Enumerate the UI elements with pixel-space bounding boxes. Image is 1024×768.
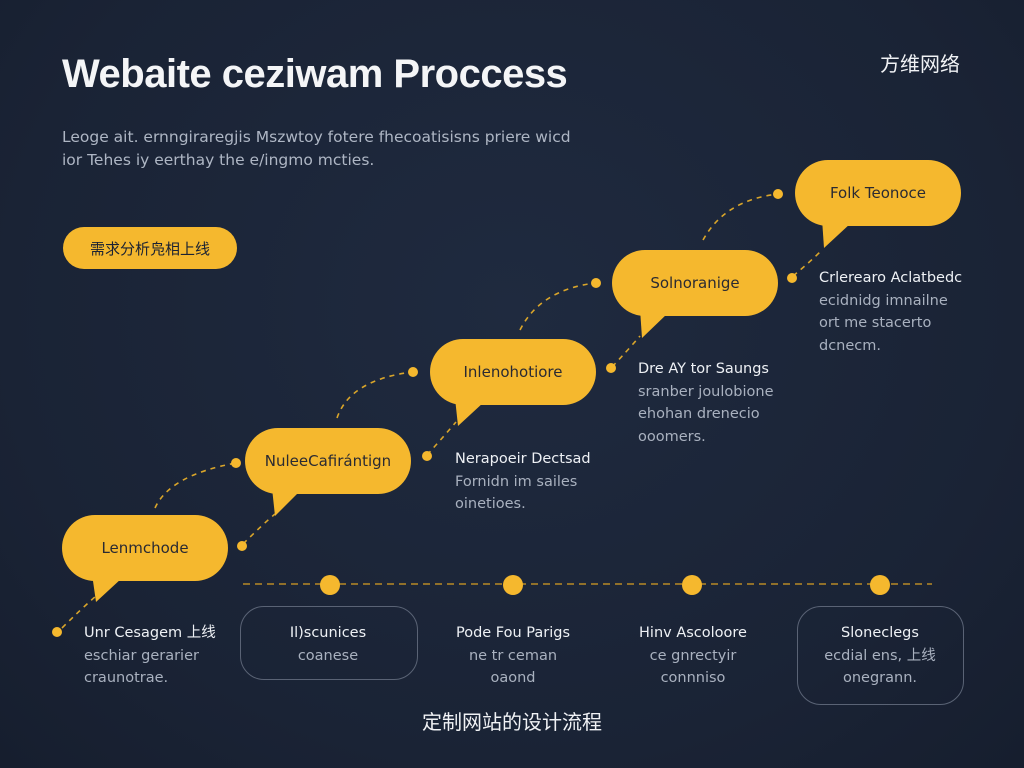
bottom-step-left: Unr Cesagem 上线 eschiar gerarier craunotr… [84, 622, 216, 690]
step-description: Nerapoeir Dectsad Fornidn im sailes oine… [455, 448, 591, 516]
intro-line: ior Tehes iy eerthay the e/ingmo mcties. [62, 151, 375, 169]
step-description: Dre AY tor Saungs sranber joulobione eho… [638, 358, 774, 448]
timeline-dot [320, 575, 340, 595]
step-description-line: ooomers. [638, 428, 706, 445]
caption: 定制网站的设计流程 [422, 710, 602, 734]
step-description-line: oinetioes. [455, 496, 526, 512]
bottom-step-line: onegrann. [842, 670, 918, 686]
step-description-line: dcnecm. [819, 337, 881, 354]
bottom-step-title: Sloneclegs [841, 625, 919, 641]
bottom-step-title: Il)scunices [289, 625, 367, 641]
step-description-line: ehohan drenecio [638, 406, 760, 422]
bubble-shape [612, 250, 778, 316]
connector-line [426, 421, 457, 456]
timeline-dot [503, 575, 523, 595]
connector-dot [237, 541, 247, 551]
bottom-step-line: ecdial ens, 上线 [824, 647, 936, 664]
bottom-step-title: Unr Cesagem 上线 [84, 625, 216, 641]
connector-dot [231, 458, 241, 468]
connector-line [242, 513, 276, 545]
bottom-step-line: ne tr ceman [468, 647, 558, 664]
connector-dot [52, 627, 62, 637]
bottom-step-title: Hinv Ascoloore [639, 625, 747, 641]
connector-dot [422, 451, 432, 461]
bubble-tail [822, 219, 851, 248]
step-description-line: Fornidn im sailes [455, 473, 578, 490]
bubble-label: Inlenohotiore [463, 363, 563, 381]
step-description-title: Crlerearo Aclatbedc [819, 270, 963, 286]
bottom-step-line: craunotrae. [84, 670, 169, 686]
step-description-line: sranber joulobione [638, 383, 774, 400]
connector-line [61, 595, 97, 629]
bottom-step: Hinv Ascoloore ce gnrectyir connniso [610, 622, 776, 690]
connector-line [792, 249, 823, 277]
intro-text: Leoge ait. ernngiraregjis Mszwtoy fotere… [62, 126, 582, 172]
bottom-step: Sloneclegs ecdial ens, 上线 onegrann. [797, 622, 963, 690]
step-description: Crlerearo Aclatbedc ecidnidg imnailne or… [819, 267, 962, 357]
bubble-tail [640, 309, 668, 338]
page-title: Webaite ceziwam Proccess [62, 52, 568, 96]
connector-dot [591, 278, 601, 288]
bottom-step-line: connniso [660, 670, 726, 686]
step-description-title: Nerapoeir Dectsad [455, 451, 591, 467]
step-description-line: ort me stacerto [819, 315, 932, 331]
timeline-dot [870, 575, 890, 595]
bottom-step-title: Pode Fou Parigs [455, 625, 571, 641]
bottom-step-box [240, 606, 418, 680]
timeline-dot [682, 575, 702, 595]
bottom-step-line: oaond [490, 670, 536, 686]
bottom-step-box [797, 606, 964, 705]
bubble-tail [92, 574, 122, 602]
intro-line: Leoge ait. ernngiraregjis Mszwtoy fotere… [62, 128, 571, 146]
bubble-tail [455, 398, 484, 426]
step-description-title: Dre AY tor Saungs [638, 361, 769, 377]
connector-line [519, 282, 596, 331]
connector-line [611, 335, 641, 368]
connector-line [154, 462, 237, 509]
connector-dot [408, 367, 418, 377]
connector-line [702, 193, 779, 241]
bottom-step-line: coanese [297, 647, 359, 664]
bubble-shape [795, 160, 961, 226]
connector-line [336, 371, 413, 419]
bubble-label: Folk Teonoce [829, 184, 927, 202]
bottom-step: Il)scunices coanese [245, 622, 411, 667]
step-description-line: ecidnidg imnailne [819, 292, 948, 309]
bubble-tail [272, 488, 300, 516]
bubble-shape [430, 339, 596, 405]
bottom-step-line: eschiar gerarier [84, 647, 199, 664]
brand-name: 方维网络 [880, 52, 960, 76]
bubble-shape [245, 428, 411, 494]
connector-dot [787, 273, 797, 283]
connector-dot [606, 363, 616, 373]
bubble-label: Lenmchode [101, 539, 189, 557]
connector-dot [773, 189, 783, 199]
bubble-label: NuleeCafirántign [264, 452, 392, 470]
bottom-step-line: ce gnrectyir [649, 647, 737, 664]
bottom-step: Pode Fou Parigs ne tr ceman oaond [430, 622, 596, 690]
bubble-shape [62, 515, 228, 581]
bubble-label: Solnoranige [650, 274, 740, 292]
tag-pill: 需求分析凫相上线 [63, 227, 237, 269]
